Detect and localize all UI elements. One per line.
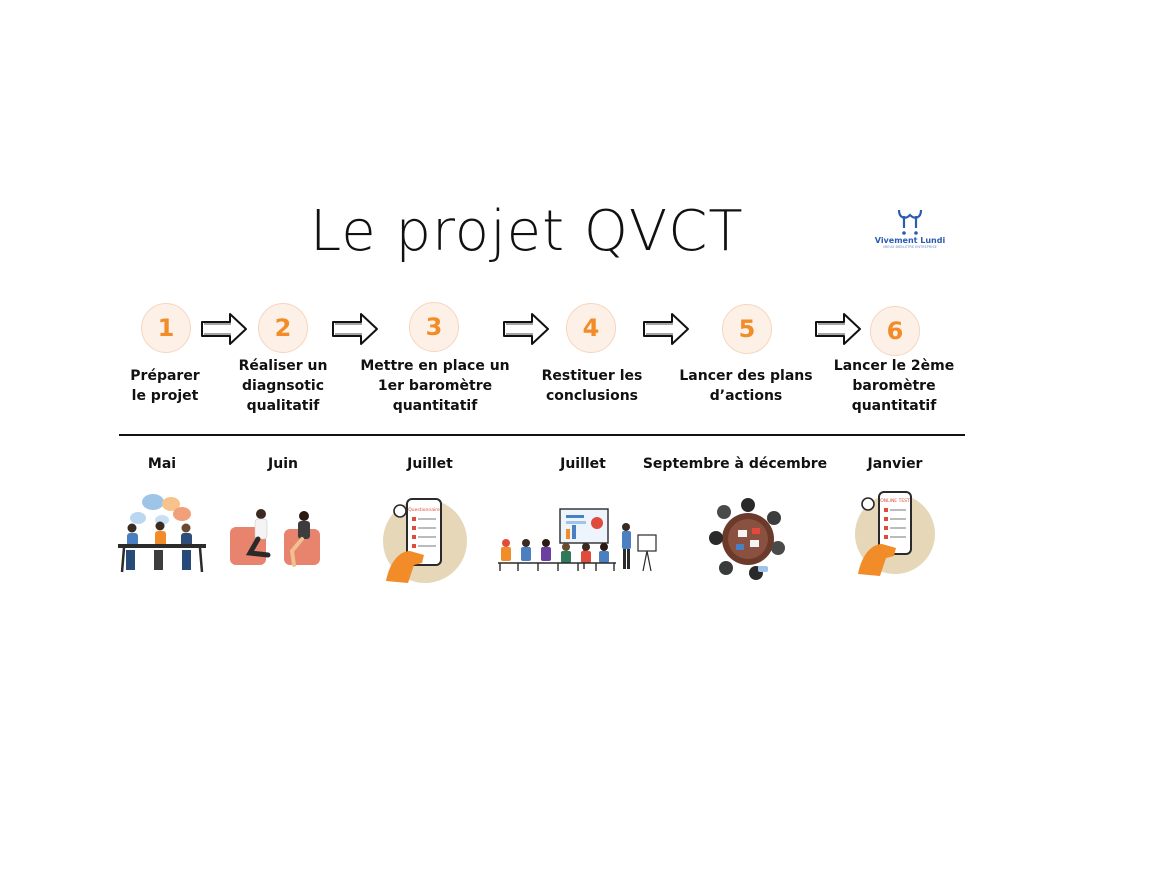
month-label-5: Septembre à décembre xyxy=(642,456,828,472)
phone-screen-text: Questionnaire xyxy=(408,507,440,513)
brand-logo: Vivement Lundi MIEUX BIEN-ETRE ENTREPRIS… xyxy=(870,206,950,262)
month-label-1: Mai xyxy=(147,456,177,472)
step-number-2: 2 xyxy=(258,303,308,353)
round-table-illustration xyxy=(709,498,785,580)
phone-survey-illustration: ONLINE TEST xyxy=(855,491,935,576)
step-number-4: 4 xyxy=(566,303,616,353)
month-label-6: Janvier xyxy=(867,456,923,472)
step-number-3: 3 xyxy=(409,302,459,352)
step-number-1: 1 xyxy=(141,303,191,353)
logo-mark-icon xyxy=(897,209,923,235)
team-meeting-illustration xyxy=(118,494,206,573)
arrow-right-icon xyxy=(815,313,861,345)
phone-screen-text: ONLINE TEST xyxy=(880,498,910,504)
month-label-3: Juillet xyxy=(407,456,453,472)
logo-name: Vivement Lundi xyxy=(874,236,946,245)
month-label-2: Juin xyxy=(268,456,298,472)
arrow-right-icon xyxy=(201,313,247,345)
month-label-4: Juillet xyxy=(560,456,606,472)
presentation-illustration xyxy=(498,508,657,572)
step-number-5: 5 xyxy=(722,304,772,354)
timeline-divider xyxy=(119,434,965,436)
page-title: Le projet QVCT xyxy=(310,199,744,264)
step-number-6: 6 xyxy=(870,306,920,356)
phone-questionnaire-illustration: Questionnaire xyxy=(383,498,467,583)
arrow-right-icon xyxy=(332,313,378,345)
arrow-right-icon xyxy=(503,313,549,345)
logo-subtitle: MIEUX BIEN-ETRE ENTREPRISE xyxy=(883,245,937,249)
interview-illustration xyxy=(230,509,320,567)
arrow-right-icon xyxy=(643,313,689,345)
